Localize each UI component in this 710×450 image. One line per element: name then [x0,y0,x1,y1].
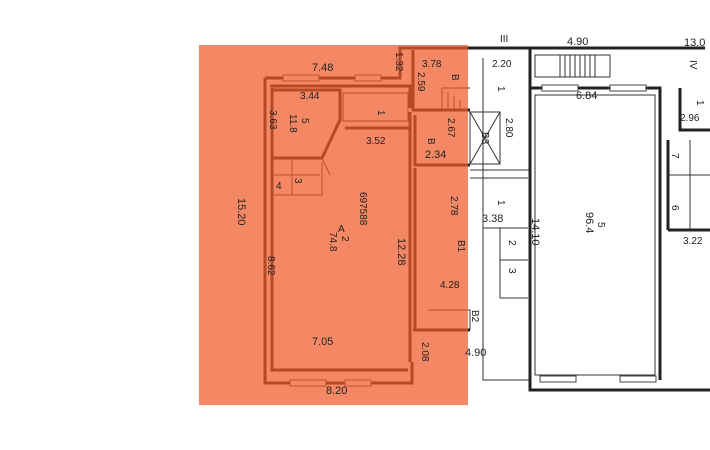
dimension: 12.28 [395,238,407,266]
section-mark: IV [687,60,698,70]
room-number: 3 [292,178,303,184]
dimension: 7.48 [312,62,333,74]
room-number: 2 [339,236,350,242]
plan-line [559,55,596,77]
dimension: 7.05 [312,336,333,348]
watermark-logo: A [338,224,345,235]
plan-line [541,84,579,92]
plan-line [482,58,530,381]
plan-line [539,375,577,383]
dimension: 2.80 [503,118,514,138]
selected-unit-highlight[interactable] [199,45,468,405]
plan-line [480,46,710,232]
plan-line [534,94,656,376]
room-label: B2 [469,310,480,323]
section-mark: III [500,34,508,45]
plan-line [469,111,501,165]
dimension: 3.22 [683,236,703,247]
room-number: 6 [669,205,680,211]
room-label: B [425,138,436,145]
room-number: 1 [375,110,386,116]
room-area: 96.4 [583,212,595,233]
dimension: 2.08 [419,342,430,362]
room-label: B [449,74,460,81]
room-number: 3 [506,268,517,274]
dimension: 8.62 [265,256,276,276]
dimension: 3.63 [267,110,278,130]
dimension: 4.90 [465,347,486,359]
plan-line [534,54,611,78]
room-number: 7 [669,153,680,159]
dimension: 4.28 [440,280,460,291]
room-number: 2 [506,240,517,246]
cadastral-number: 697588 [357,192,368,226]
dimension: 13.0 [684,37,705,49]
dimension: 6.84 [576,90,597,102]
plan-line [469,111,501,165]
dimension: 8.20 [326,385,347,397]
dimension: 4.90 [567,36,588,48]
labels: IV III 7.48 1.32 3.78 2.59 B 3.44 1 3.63… [235,34,705,397]
room-label: B3 [479,132,490,145]
room-number: 5 [595,222,606,228]
plan-line [470,169,530,299]
dimension: 2.67 [445,118,456,138]
dimension: 3.38 [482,213,503,225]
room-number: 5 [299,118,310,124]
dimension: 2.34 [425,149,446,161]
dimension: 2.78 [448,196,459,216]
dimension: 3.44 [300,91,320,102]
dimension: 15.20 [235,198,247,226]
room-number: 1 [495,86,506,92]
room-area: 74.8 [327,232,338,252]
dimension: 2.20 [492,59,512,70]
plan-line [609,84,647,92]
dimension: 1.32 [393,52,404,72]
dimension: 3.78 [422,59,442,70]
dimension: 2.59 [415,72,426,92]
dimension: 3.52 [366,136,386,147]
room-number: 4 [276,181,282,192]
room-number: 1 [495,200,506,206]
room-number: 1 [694,100,705,106]
room-area: 11.8 [287,114,298,133]
room-label: B1 [455,240,466,253]
dimension: 14.10 [529,218,541,246]
plan-line [619,375,657,383]
plan-line [530,86,662,380]
dimension: 2.96 [680,113,700,124]
plan-line [668,140,710,230]
